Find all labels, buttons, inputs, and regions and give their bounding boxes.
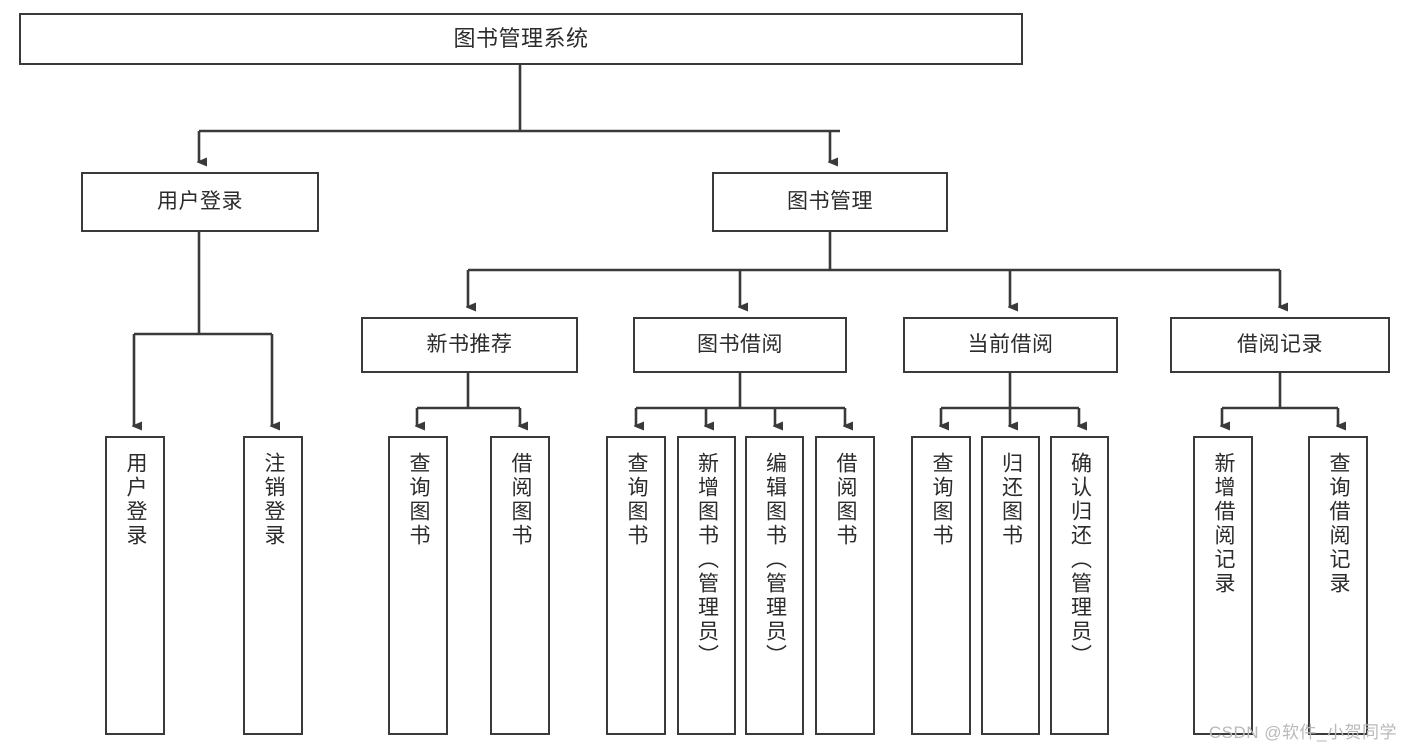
node-borrow-record-label: 借阅记录 xyxy=(1237,332,1323,356)
node-book-management[interactable]: 图书管理 xyxy=(712,172,948,232)
node-root[interactable]: 图书管理系统 xyxy=(19,13,1023,65)
leaf-borrow-record-query-label: 查询借阅记录 xyxy=(1327,452,1351,596)
leaf-book-borrow-query-label: 查询图书 xyxy=(625,452,649,548)
leaf-current-borrow-confirm-label: 确认归还（管理员） xyxy=(1068,452,1092,668)
node-root-label: 图书管理系统 xyxy=(453,26,589,52)
leaf-book-borrow-edit[interactable]: 编辑图书（管理员） xyxy=(745,436,804,735)
leaf-current-borrow-return[interactable]: 归还图书 xyxy=(981,436,1040,735)
leaf-book-borrow-add-label: 新增图书（管理员） xyxy=(695,452,719,668)
leaf-borrow-record-add-label: 新增借阅记录 xyxy=(1212,452,1236,596)
leaf-book-borrow-add[interactable]: 新增图书（管理员） xyxy=(677,436,736,735)
leaf-new-book-query[interactable]: 查询图书 xyxy=(388,436,448,735)
leaf-user-login-signout-label: 注销登录 xyxy=(262,452,286,548)
watermark: CSDN @软件_小贺同学 xyxy=(1208,723,1397,742)
leaf-new-book-borrow[interactable]: 借阅图书 xyxy=(490,436,550,735)
leaf-book-borrow-edit-label: 编辑图书（管理员） xyxy=(763,452,787,668)
node-borrow-record[interactable]: 借阅记录 xyxy=(1170,317,1390,373)
leaf-user-login-signin-label: 用户登录 xyxy=(124,452,148,548)
node-user-login-label: 用户登录 xyxy=(157,189,243,213)
leaf-book-borrow-query[interactable]: 查询图书 xyxy=(606,436,666,735)
leaf-current-borrow-return-label: 归还图书 xyxy=(999,452,1023,548)
leaf-user-login-signout[interactable]: 注销登录 xyxy=(243,436,303,735)
leaf-current-borrow-confirm[interactable]: 确认归还（管理员） xyxy=(1050,436,1109,735)
node-user-login[interactable]: 用户登录 xyxy=(81,172,319,232)
leaf-user-login-signin[interactable]: 用户登录 xyxy=(105,436,165,735)
leaf-book-borrow-lend-label: 借阅图书 xyxy=(834,452,858,548)
node-book-management-label: 图书管理 xyxy=(787,189,873,213)
leaf-current-borrow-query[interactable]: 查询图书 xyxy=(911,436,971,735)
node-new-book-recommend[interactable]: 新书推荐 xyxy=(361,317,578,373)
leaf-new-book-borrow-label: 借阅图书 xyxy=(509,452,533,548)
node-book-borrow[interactable]: 图书借阅 xyxy=(633,317,847,373)
node-book-borrow-label: 图书借阅 xyxy=(697,332,783,356)
node-current-borrow[interactable]: 当前借阅 xyxy=(903,317,1118,373)
leaf-new-book-query-label: 查询图书 xyxy=(407,452,431,548)
leaf-current-borrow-query-label: 查询图书 xyxy=(930,452,954,548)
leaf-book-borrow-lend[interactable]: 借阅图书 xyxy=(815,436,875,735)
leaf-borrow-record-query[interactable]: 查询借阅记录 xyxy=(1308,436,1368,735)
node-current-borrow-label: 当前借阅 xyxy=(967,332,1054,356)
leaf-borrow-record-add[interactable]: 新增借阅记录 xyxy=(1193,436,1253,735)
node-new-book-recommend-label: 新书推荐 xyxy=(426,332,513,356)
